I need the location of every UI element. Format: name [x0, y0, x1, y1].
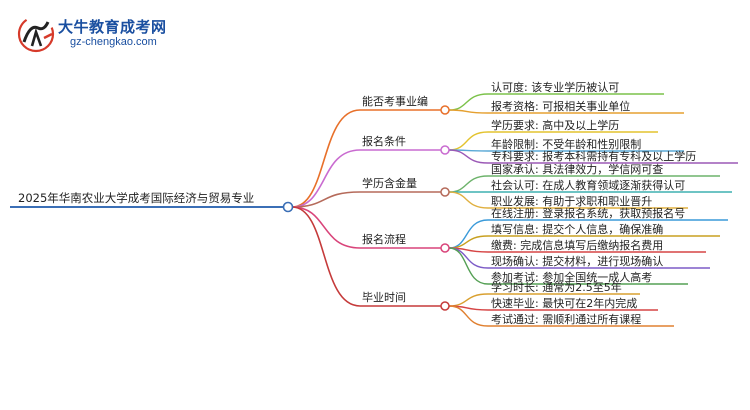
branch-label: 学历含金量 [362, 176, 417, 190]
leaf-link [448, 235, 489, 249]
leaf-label: 国家承认: 具法律效力，学信网可查 [491, 162, 663, 176]
leaf-link [448, 191, 489, 209]
leaf-label: 参加考试: 参加全国统一成人高考 [491, 270, 652, 284]
logo-title: 大牛教育成考网 [58, 18, 167, 36]
branch-link [291, 206, 361, 307]
leaf-label: 考试通过: 需顺利通过所有课程 [491, 312, 641, 326]
logo-url: gz-chengkao.com [70, 36, 157, 48]
branch-node-dot [440, 301, 450, 311]
leaf-link [448, 131, 489, 151]
leaf-label: 学习时长: 通常为2.5至5年 [491, 280, 622, 294]
leaf-link [448, 109, 489, 114]
branch-link [291, 191, 361, 208]
leaf-label: 报考资格: 可报相关事业单位 [491, 99, 630, 113]
branch-node-dot [440, 243, 450, 253]
branch-node-dot [440, 145, 450, 155]
leaf-link [448, 219, 489, 249]
branch-label: 报名条件 [362, 134, 406, 148]
root-topic: 2025年华南农业大学成考国际经济与贸易专业 [18, 191, 254, 205]
leaf-label: 年龄限制: 不受年龄和性别限制 [491, 137, 641, 151]
branch-node-dot [440, 105, 450, 115]
leaf-label: 学历要求: 高中及以上学历 [491, 118, 619, 132]
leaf-label: 快速毕业: 最快可在2年内完成 [491, 296, 637, 310]
leaf-label: 现场确认: 提交材料，进行现场确认 [491, 254, 663, 268]
leaf-link [448, 293, 489, 307]
branch-node-dot [440, 187, 450, 197]
leaf-label: 专科要求: 报考本科需持有专科及以上学历 [491, 149, 696, 163]
leaf-link [448, 175, 489, 193]
leaf-link [448, 93, 489, 111]
leaf-link [448, 247, 489, 285]
branch-link [291, 109, 361, 208]
branch-link [291, 149, 361, 208]
leaf-label: 社会认可: 在成人教育领域逐渐获得认可 [491, 178, 685, 192]
root-node-dot [282, 201, 294, 213]
branch-label: 毕业时间 [362, 291, 406, 304]
leaf-label: 在线注册: 登录报名系统，获取预报名号 [491, 206, 685, 220]
leaf-link [448, 305, 489, 327]
branch-label: 能否考事业编 [362, 94, 428, 108]
bull-logo-icon [17, 15, 55, 53]
leaf-label: 填写信息: 提交个人信息，确保准确 [491, 222, 663, 236]
branch-label: 报名流程 [362, 232, 406, 246]
leaf-label: 职业发展: 有助于求职和职业晋升 [491, 194, 652, 208]
leaf-label: 缴费: 完成信息填写后缴纳报名费用 [491, 238, 663, 252]
leaf-label: 认可度: 该专业学历被认可 [491, 80, 619, 94]
branch-link [291, 206, 361, 249]
site-logo[interactable]: 大牛教育成考网 gz-chengkao.com [14, 12, 214, 56]
leaf-link [448, 149, 489, 164]
